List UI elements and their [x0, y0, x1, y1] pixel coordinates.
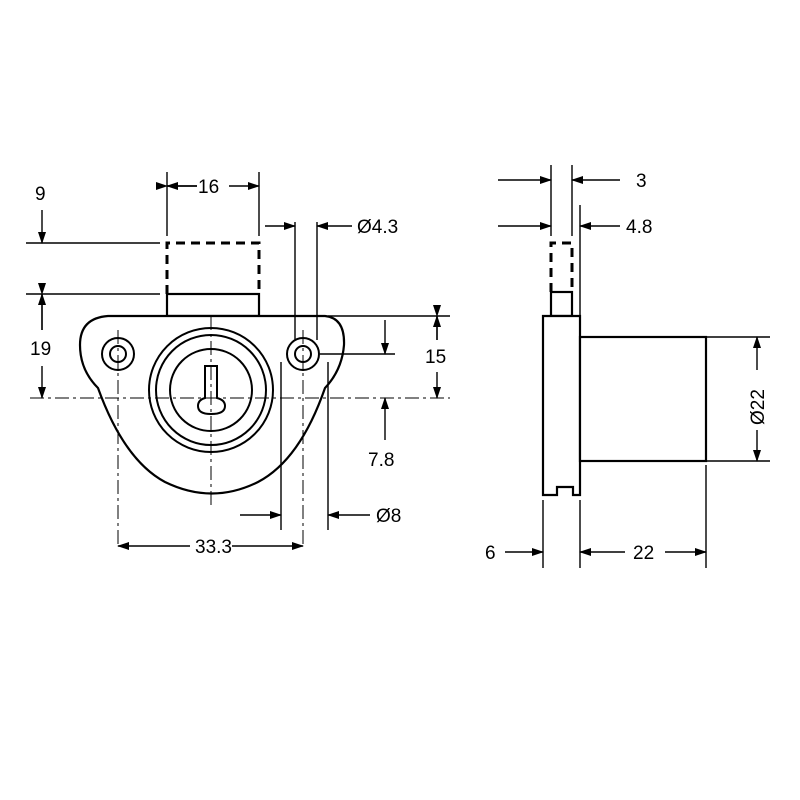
dim-bolt-offset: 4.8: [626, 217, 652, 238]
keyway-slot: [196, 365, 227, 416]
side-flange: [541, 314, 582, 497]
dim-hole-diameter: Ø4.3: [357, 217, 398, 238]
dim-flange-hole: Ø8: [376, 506, 401, 527]
side-cylinder: [578, 335, 708, 463]
lock-flange: [78, 314, 346, 495]
side-bolt-extended-outline: [549, 241, 574, 292]
dim-hole-spacing: 33.3: [195, 537, 232, 558]
side-view: 3 4.8 Ø22 6 22: [485, 165, 770, 568]
bolt-retracted: [165, 292, 261, 318]
dim-flange-thickness: 6: [485, 543, 496, 564]
dim-bolt-thickness: 3: [636, 171, 647, 192]
dim-center-offset: 7.8: [368, 450, 394, 471]
dim-cylinder-length: 22: [633, 543, 654, 564]
bolt-extended-outline: [165, 241, 261, 294]
dim-height: 19: [30, 339, 51, 360]
dim-cylinder-diameter: Ø22: [748, 389, 769, 425]
dim-hole-offset: 15: [425, 347, 446, 368]
dim-bolt-travel: 9: [35, 184, 46, 205]
front-view: 16 9 19 Ø4.3 15 7.8 Ø8: [26, 172, 450, 558]
side-bolt: [549, 290, 574, 318]
dim-bolt-width: 16: [198, 177, 219, 198]
